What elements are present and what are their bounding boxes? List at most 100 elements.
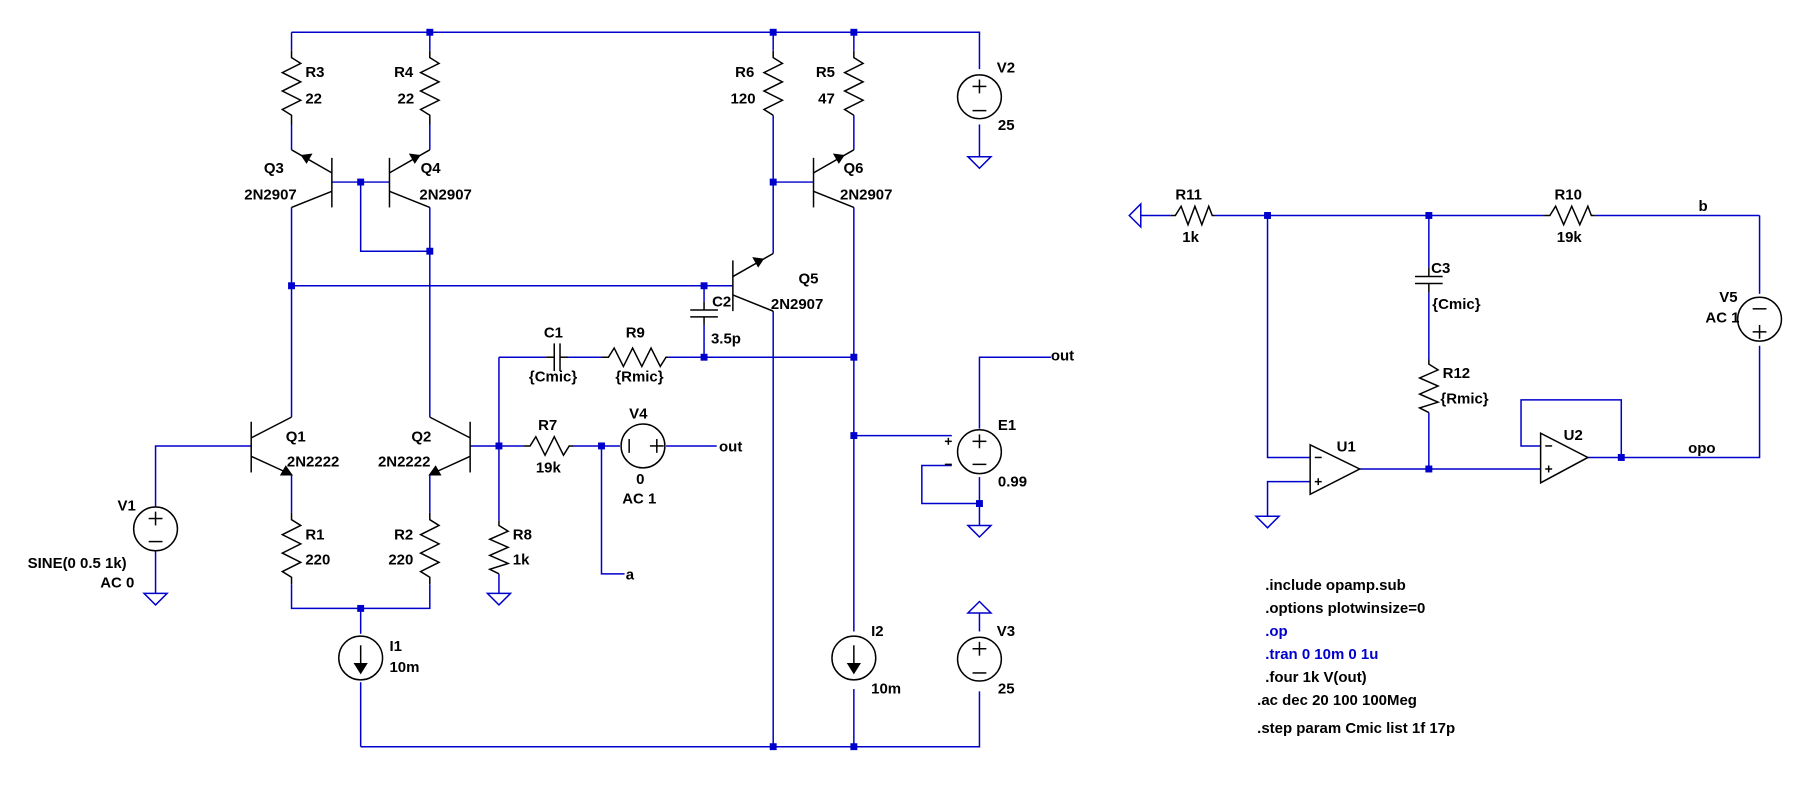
wires (154, 31, 1761, 748)
net-label-a: a (626, 567, 635, 584)
directive-tran[interactable]: .tran 0 10m 0 1u (1265, 646, 1378, 663)
V4-name: V4 (629, 405, 648, 422)
transistor-Q4-symbol[interactable] (388, 149, 431, 209)
net-label-b: b (1698, 198, 1707, 215)
C2-name: C2 (712, 294, 731, 311)
Q3-name: Q3 (264, 160, 284, 177)
Q3-value: 2N2907 (244, 186, 296, 203)
R5-value: 47 (818, 91, 835, 108)
E1-name: E1 (998, 417, 1016, 434)
Q1-name: Q1 (286, 428, 306, 445)
R4-value: 22 (398, 91, 415, 108)
V2-name: V2 (997, 60, 1015, 77)
R7-name: R7 (538, 417, 557, 434)
C1-value: {Cmic} (529, 368, 577, 385)
V5-name: V5 (1719, 289, 1737, 306)
voltage-source-V5-symbol[interactable] (1736, 296, 1783, 342)
resistor-R8-symbol[interactable] (487, 520, 511, 575)
transistor-Q5-symbol[interactable] (732, 252, 774, 312)
ground-symbol (1254, 515, 1281, 529)
R3-name: R3 (305, 64, 324, 81)
U1-name: U1 (1337, 439, 1356, 456)
ground-symbol (1128, 202, 1142, 229)
current-source-I1-symbol[interactable] (338, 635, 384, 681)
R4-name: R4 (394, 64, 414, 81)
directive-op[interactable]: .op (1265, 623, 1287, 640)
resistor-R5-symbol[interactable] (842, 50, 865, 116)
voltage-source-V2-symbol[interactable] (956, 74, 1003, 120)
Q4-value: 2N2907 (419, 186, 471, 203)
R1-name: R1 (305, 526, 324, 543)
resistor-R6-symbol[interactable] (762, 50, 785, 116)
junctions (288, 28, 1625, 751)
Q5-value: 2N2907 (771, 296, 823, 313)
resistor-R11-symbol[interactable] (1170, 204, 1215, 227)
directive-include[interactable]: .include opamp.sub (1265, 577, 1406, 594)
transistor-Q3-symbol[interactable] (291, 149, 333, 209)
V4-ac-value: AC 1 (622, 491, 656, 508)
net-label-out: out (719, 439, 742, 456)
resistor-R7-symbol[interactable] (523, 435, 574, 457)
net-label-opo: opo (1688, 440, 1715, 457)
capacitor-C2-symbol[interactable] (690, 301, 718, 325)
V1-value: SINE(0 0.5 1k) (28, 555, 127, 572)
C1-name: C1 (544, 325, 563, 342)
V5-value: AC 1 (1705, 310, 1739, 327)
current-source-I2-symbol[interactable] (831, 635, 877, 681)
R2-value: 220 (388, 552, 413, 569)
ground-symbol (966, 600, 993, 614)
R10-value: 19k (1557, 229, 1583, 246)
E1-value: 0.99 (998, 473, 1027, 490)
transistor-Q2-symbol[interactable] (428, 416, 471, 476)
resistor-R3-symbol[interactable] (280, 50, 303, 125)
resistor-R9-symbol[interactable] (601, 346, 669, 369)
resistor-R10-symbol[interactable] (1544, 204, 1595, 227)
directive-step[interactable]: .step param Cmic list 1f 17p (1257, 720, 1455, 737)
I2-name: I2 (871, 623, 883, 640)
R1-value: 220 (305, 552, 330, 569)
V4-value: 0 (636, 471, 644, 488)
voltage-source-V3-symbol[interactable] (956, 636, 1003, 682)
transistor-Q1-symbol[interactable] (250, 416, 293, 476)
ground-symbol (966, 524, 993, 539)
R7-value: 19k (536, 459, 562, 476)
opamp-U2-symbol[interactable] (1539, 432, 1590, 485)
U2-name: U2 (1564, 427, 1583, 444)
Q4-name: Q4 (421, 160, 442, 177)
Q6-name: Q6 (843, 160, 863, 177)
Q2-value: 2N2222 (378, 454, 430, 471)
resistor-R4-symbol[interactable] (418, 50, 441, 125)
vcvs-E1-symbol[interactable] (944, 429, 1003, 475)
V1-name: V1 (118, 497, 136, 514)
transistor-Q6-symbol[interactable] (812, 149, 855, 209)
R5-name: R5 (816, 64, 835, 81)
V3-name: V3 (997, 623, 1015, 640)
R8-name: R8 (513, 526, 532, 543)
I1-value: 10m (389, 659, 419, 676)
I1-name: I1 (389, 638, 401, 655)
I2-value: 10m (871, 681, 901, 698)
R11-name: R11 (1175, 186, 1202, 203)
voltage-source-V4-symbol[interactable] (620, 423, 666, 469)
R6-name: R6 (735, 64, 754, 81)
directive-ac[interactable]: .ac dec 20 100 100Meg (1257, 692, 1417, 709)
resistor-R12-symbol[interactable] (1417, 359, 1441, 414)
voltage-source-V1-symbol[interactable] (132, 506, 179, 552)
ground-symbol (485, 592, 513, 607)
resistor-R2-symbol[interactable] (418, 512, 441, 585)
directive-four[interactable]: .four 1k V(out) (1265, 669, 1366, 686)
V2-value: 25 (998, 117, 1015, 134)
capacitor-C3-symbol[interactable] (1415, 267, 1443, 293)
directive-options[interactable]: .options plotwinsize=0 (1265, 600, 1425, 617)
R12-name: R12 (1443, 365, 1470, 382)
spice-directives: .include opamp.sub .options plotwinsize=… (1257, 577, 1455, 737)
capacitor-C1-symbol[interactable] (546, 343, 569, 372)
C2-value: 3.5p (711, 330, 741, 347)
R3-value: 22 (305, 91, 322, 108)
opamp-U1-symbol[interactable] (1309, 443, 1362, 496)
R8-value: 1k (513, 552, 530, 569)
R12-value: {Rmic} (1440, 390, 1488, 407)
V1-ac-value: AC 0 (100, 575, 134, 592)
C3-value: {Cmic} (1432, 296, 1480, 313)
resistor-R1-symbol[interactable] (280, 512, 303, 585)
